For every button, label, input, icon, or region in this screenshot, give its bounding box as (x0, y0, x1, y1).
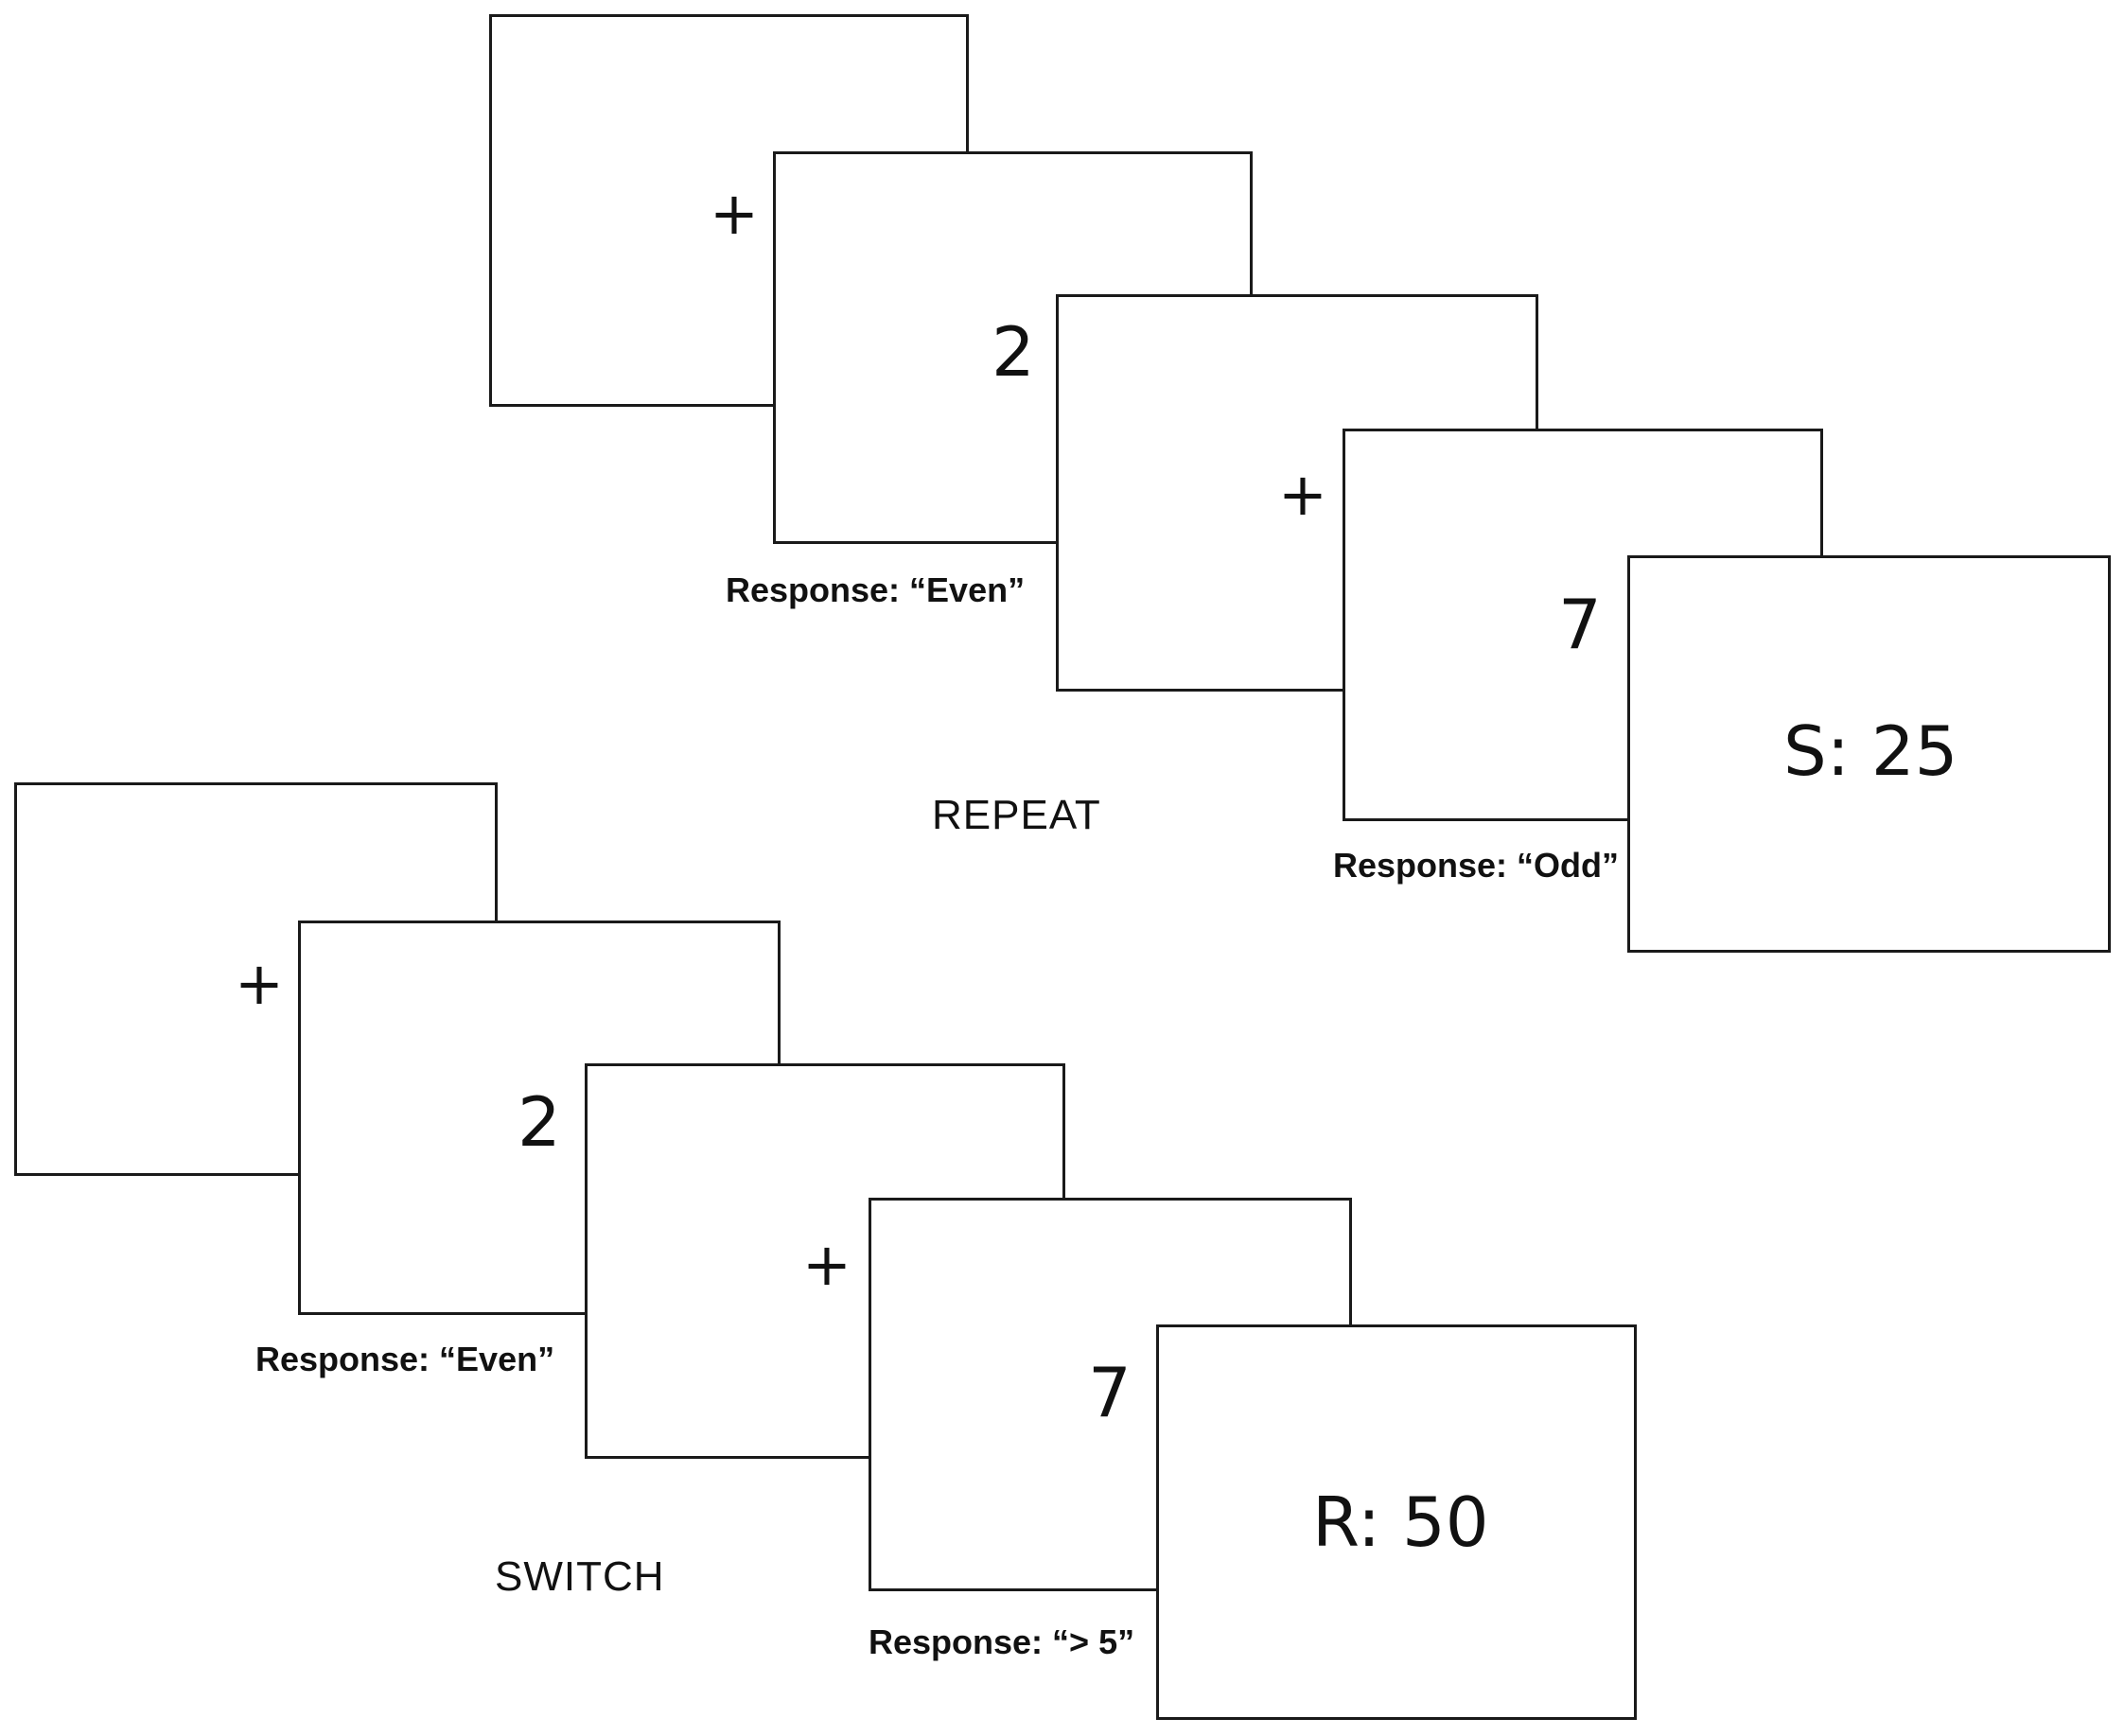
switch-fixation-cross-2: + (802, 1230, 851, 1299)
switch-stimulus-digit-2: 7 (1088, 1353, 1132, 1432)
repeat-feedback-score: S: 25 (1783, 711, 1958, 791)
repeat-stimulus-digit-2: 7 (1558, 585, 1602, 664)
switch-feedback-frame (1156, 1324, 1637, 1720)
switch-feedback-score: R: 50 (1312, 1482, 1489, 1562)
repeat-fixation-cross-2: + (1278, 460, 1327, 529)
repeat-condition-label: REPEAT (932, 792, 1101, 838)
repeat-response-label-1: Response: “Even” (726, 570, 1026, 609)
switch-response-label-1: Response: “Even” (255, 1340, 555, 1378)
switch-stimulus-digit-1: 2 (518, 1082, 561, 1162)
repeat-fixation-cross-1: + (710, 179, 759, 248)
switch-condition-label: SWITCH (495, 1553, 665, 1600)
repeat-response-label-2: Response: “Odd” (1333, 846, 1620, 885)
switch-fixation-cross-1: + (235, 949, 284, 1018)
switch-response-label-2: Response: “> 5” (869, 1622, 1135, 1661)
repeat-feedback-frame (1627, 555, 2111, 953)
repeat-stimulus-digit-1: 2 (992, 312, 1035, 392)
